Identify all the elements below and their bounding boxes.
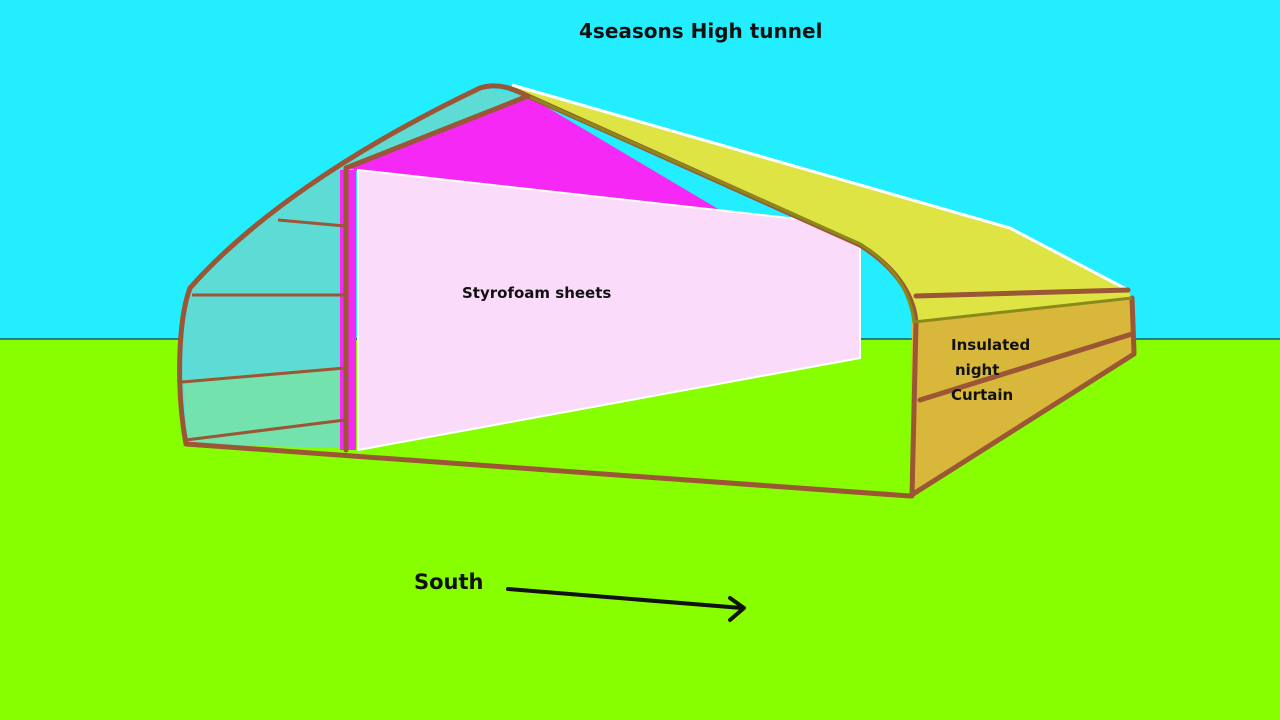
purlin-1 [277,218,346,228]
curtain-label-line3: Curtain [951,386,1014,404]
frame-purlin-mid [917,331,1135,403]
purlin-3 [181,366,346,384]
glazing-lower-tint [184,366,345,448]
diagram-title: 4seasons High tunnel [579,19,823,43]
direction-label: South [414,570,484,594]
arrow-shaft [506,587,744,610]
gable-panel [350,96,740,222]
curtain-label-line2: night [955,361,1000,379]
glazing-purlins [181,218,346,442]
direction-arrow [506,587,746,622]
roof-cover [512,85,1132,324]
roof-front-edge [529,95,1133,324]
roof-edge-highlight [511,83,1129,292]
styrofoam-wall [357,168,861,452]
frame-purlin-top [913,287,1131,299]
glazing-end-wall [179,88,528,448]
styrofoam-label: Styrofoam sheets [462,284,612,302]
frame-end-arch [177,83,531,447]
frame-side-post [1129,295,1137,355]
curtain-label-line1: Insulated [951,336,1031,354]
purlin-4 [185,418,346,442]
night-curtain [910,298,1134,496]
arrow-head [728,596,746,622]
frame-ridge-line [343,93,531,171]
